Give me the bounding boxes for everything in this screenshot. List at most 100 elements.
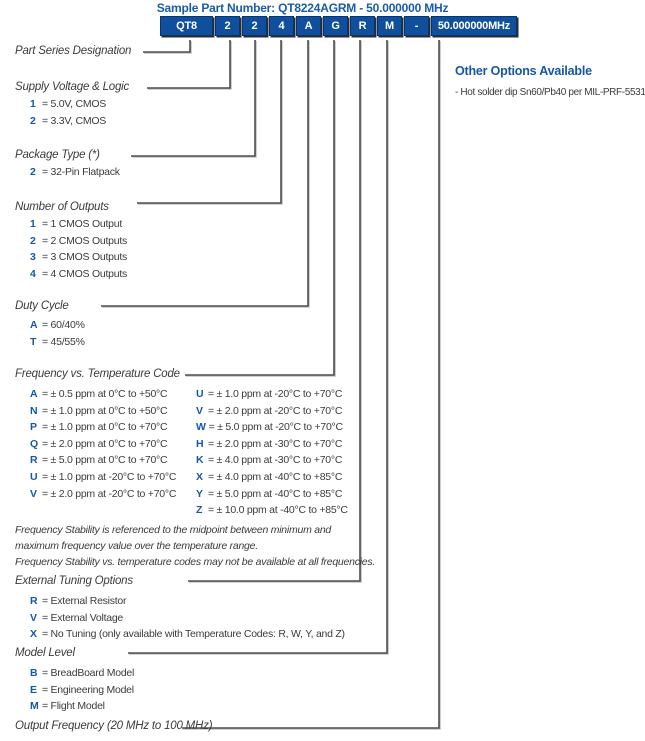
part-box-model: M [377,16,402,36]
option-desc: = No Tuning (only available with Tempera… [42,628,345,641]
option-desc: = BreadBoard Model [42,667,135,679]
duty-cycle-options: A = 60/40% T= 45/55% [30,317,85,350]
option-code: W [196,421,206,434]
connector-output-frequency [182,40,440,729]
option-code: 4 [30,267,36,280]
option-row: A= ± 0.5 ppm at 0°C to +50°C [30,386,176,403]
option-code: R [30,595,38,607]
option-code: X [196,470,203,483]
section-label-package-type: Package Type (*) [15,149,100,161]
connector-package-type [131,40,256,157]
section-label-external-tuning: External Tuning Options [15,575,133,587]
option-row: V= ± 2.0 ppm at -20°C to +70°C [30,486,176,503]
option-row: 3 = 3 CMOS Outputs [30,249,127,266]
option-code: B [30,667,38,679]
option-desc: = ± 1.0 ppm at -20°C to +70°C [208,388,343,400]
option-desc: = ± 5.0 ppm at -20°C to +70°C [208,421,343,434]
option-desc: = ± 1.0 ppm at 0°C to +50°C [42,404,168,417]
part-box-tuning: R [350,16,375,36]
option-code: 3 [30,251,36,264]
option-row: W= ± 5.0 ppm at -20°C to +70°C [196,419,348,436]
frequency-stability-note-2: Frequency Stability vs. temperature code… [15,556,376,568]
section-label-output-frequency: Output Frequency (20 MHz to 100 MHz) [15,720,213,732]
option-code: N [30,404,38,417]
option-desc: = ± 2.0 ppm at 0°C to +70°C [42,437,168,450]
option-row: 1= 5.0V, CMOS [30,96,106,113]
option-code: Y [196,487,203,500]
freq-temp-left-column: A= ± 0.5 ppm at 0°C to +50°C N = ± 1.0 pp… [30,386,176,502]
option-desc: = ± 2.0 ppm at -30°C to +70°C [208,437,343,450]
option-desc: = 32-Pin Flatpack [42,166,120,178]
option-code: 2 [30,234,36,247]
option-desc: = Flight Model [42,700,105,713]
option-desc: = 3 CMOS Outputs [42,251,127,264]
option-desc: = ± 2.0 ppm at -20°C to +70°C [42,487,177,500]
part-box-duty: A [296,16,321,36]
option-desc: = ± 4.0 ppm at -30°C to +70°C [208,454,343,467]
option-desc: = 3.3V, CMOS [42,114,107,127]
option-code: X [30,628,37,641]
connector-part-series [143,40,191,53]
option-row: V = ± 2.0 ppm at -20°C to +70°C [196,403,348,420]
option-code: 2 [30,166,36,178]
option-code: 1 [30,218,36,230]
option-code: V [196,404,203,417]
external-tuning-options: R= External Resistor V= External Voltage… [30,593,345,643]
option-row: B = BreadBoard Model [30,665,134,682]
option-code: E [30,683,37,696]
option-code: A [30,388,38,400]
section-label-duty-cycle: Duty Cycle [15,300,69,312]
option-row: Y = ± 5.0 ppm at -40°C to +85°C [196,486,348,503]
number-of-outputs-options: 1= 1 CMOS Output 2 = 2 CMOS Outputs 3 = 3 … [30,216,127,282]
option-row: E = Engineering Model [30,682,134,699]
option-code: Q [30,437,38,450]
option-code: 1 [30,98,36,110]
option-code: A [30,319,38,331]
option-row: V= External Voltage [30,610,345,627]
option-row: P= ± 1.0 ppm at 0°C to +70°C [30,419,176,436]
part-box-temp-code: G [323,16,348,36]
package-type-options: 2 = 32-Pin Flatpack [30,164,120,181]
connector-duty-cycle [101,40,309,307]
option-code: 2 [30,114,36,127]
section-label-part-series: Part Series Designation [15,45,132,57]
option-desc: = 2 CMOS Outputs [42,234,127,247]
option-row: M= Flight Model [30,698,134,715]
connector-model-level [128,40,388,654]
option-row: X= ± 4.0 ppm at -40°C to +85°C [196,469,348,486]
option-code: Z [196,504,203,517]
part-box-supply: 2 [215,16,240,36]
part-box-package: 2 [242,16,267,36]
option-desc: = Engineering Model [42,683,134,696]
part-number-box-row: QT8 2 2 4 A G R M - 50.000000MHz [160,16,517,36]
option-desc: = 60/40% [42,319,85,331]
connector-number-of-outputs [137,40,282,204]
option-row: A = 60/40% [30,317,85,334]
option-row: K= ± 4.0 ppm at -30°C to +70°C [196,452,348,469]
supply-voltage-options: 1= 5.0V, CMOS 2 = 3.3V, CMOS [30,96,106,129]
sample-part-number-title: Sample Part Number: QT8224AGRM - 50.0000… [156,1,449,15]
option-row: 2 = 2 CMOS Outputs [30,233,127,250]
connector-freq-temp-code [185,40,335,376]
other-options-item: - Hot solder dip Sn60/Pb40 per MIL-PRF-5… [455,87,645,98]
part-box-frequency: 50.000000MHz [431,16,517,36]
frequency-stability-note-1: Frequency Stability is referenced to the… [15,524,332,552]
part-box-dash: - [404,16,429,36]
option-code: R [30,454,38,467]
option-code: P [30,421,37,434]
option-desc: = ± 10.0 ppm at -40°C to +85°C [208,504,348,517]
option-desc: = 4 CMOS Outputs [42,267,127,280]
other-options-title: Other Options Available [455,64,592,78]
section-label-freq-temp-code: Frequency vs. Temperature Code [15,368,180,380]
option-desc: = ± 2.0 ppm at -20°C to +70°C [208,404,343,417]
option-row: R= External Resistor [30,593,345,610]
option-row: T= 45/55% [30,334,85,351]
option-row: N = ± 1.0 ppm at 0°C to +50°C [30,403,176,420]
part-box-outputs: 4 [269,16,294,36]
option-desc: = ± 5.0 ppm at -40°C to +85°C [208,487,343,500]
option-row: R = ± 5.0 ppm at 0°C to +70°C [30,452,176,469]
option-row: 1= 1 CMOS Output [30,216,127,233]
option-desc: = ± 5.0 ppm at 0°C to +70°C [42,454,168,467]
